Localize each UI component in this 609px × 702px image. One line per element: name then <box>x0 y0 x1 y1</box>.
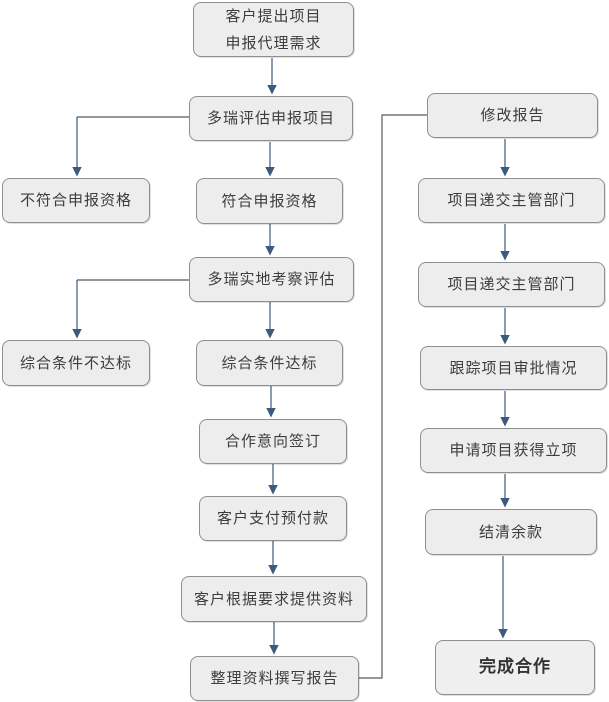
node-prepay: 客户支付预付款 <box>199 496 347 541</box>
node-approval: 申请项目获得立项 <box>420 428 607 473</box>
node-evaluate: 多瑞评估申报项目 <box>189 96 353 141</box>
node-demand: 客户提出项目 申报代理需求 <box>193 2 354 57</box>
node-report: 整理资料撰写报告 <box>190 656 359 701</box>
node-unqualified: 不符合申报资格 <box>2 178 150 223</box>
node-submit-2: 项目递交主管部门 <box>418 262 605 307</box>
node-standard: 综合条件达标 <box>196 340 343 386</box>
node-complete: 完成合作 <box>435 640 595 695</box>
node-qualified: 符合申报资格 <box>196 178 343 224</box>
node-materials: 客户根据要求提供资料 <box>181 576 367 622</box>
node-substandard: 综合条件不达标 <box>2 340 150 386</box>
node-balance: 结清余款 <box>425 509 597 555</box>
node-agreement: 合作意向签订 <box>199 419 347 464</box>
connector-report-revise <box>359 114 427 679</box>
node-revise: 修改报告 <box>427 93 598 138</box>
node-site-visit: 多瑞实地考察评估 <box>189 257 354 302</box>
node-track: 跟踪项目审批情况 <box>420 346 607 390</box>
node-submit-1: 项目递交主管部门 <box>418 178 605 223</box>
